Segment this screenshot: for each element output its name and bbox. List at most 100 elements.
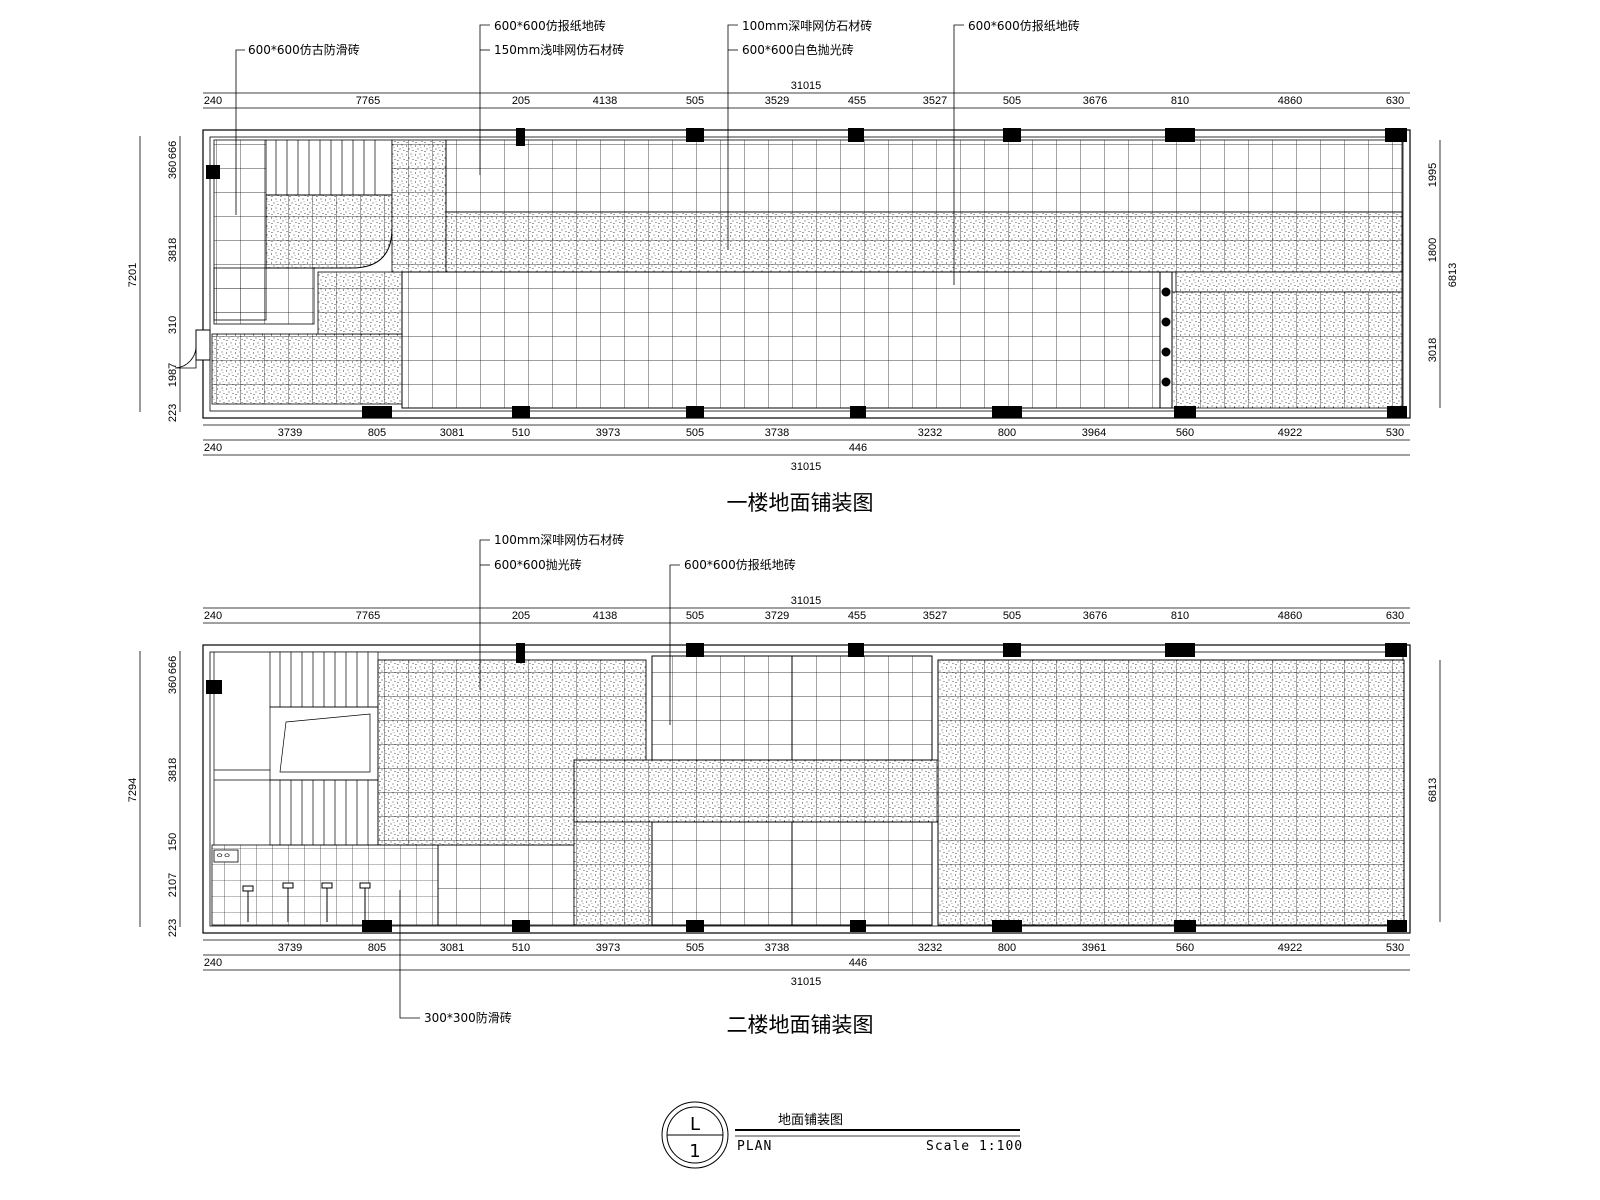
plan2-top-total: 31015 [791, 595, 822, 607]
dim-label: 800 [998, 942, 1016, 954]
dim-label: 6813 [1447, 263, 1459, 287]
dim-label: 1987 [167, 363, 179, 387]
plan2-bottom-total: 31015 [791, 976, 822, 988]
dim-label: 505 [686, 610, 704, 622]
dim-label: 360 [167, 676, 179, 694]
dim-label: 1800 [1427, 238, 1439, 262]
dim-label: 530 [1386, 942, 1404, 954]
plan1-top-dims: 240 7765 205 4138 505 3529 455 3527 505 … [204, 95, 1404, 107]
dim-label: 7765 [356, 95, 380, 107]
dim-label: 3973 [596, 427, 620, 439]
plan1-side-dims: 666 360 3818 310 1987 223 7201 1995 1800… [127, 141, 1459, 422]
dim-label: 560 [1176, 427, 1194, 439]
plan2-callout-antislip: 300*300防滑砖 [424, 1010, 512, 1025]
dim-label: 4860 [1278, 95, 1302, 107]
dim-label: 455 [848, 610, 866, 622]
plan1-callout-white-polished: 600*600白色抛光砖 [742, 42, 854, 57]
dim-label: 4922 [1278, 942, 1302, 954]
plan1-callout-newspaper-tile-2: 600*600仿报纸地砖 [968, 18, 1080, 33]
plan1-title: 一楼地面铺装图 [727, 491, 874, 515]
dim-label: 805 [368, 427, 386, 439]
dim-label: 505 [686, 427, 704, 439]
legend-circle-bottom: 1 [689, 1141, 700, 1162]
dim-label: 3232 [918, 427, 942, 439]
dim-label: 223 [167, 404, 179, 422]
dim-label: 810 [1171, 610, 1189, 622]
dim-label: 455 [848, 95, 866, 107]
dim-label: 510 [512, 427, 530, 439]
plan2-top-dims: 240 7765 205 4138 505 3729 455 3527 505 … [204, 610, 1404, 622]
dim-label: 3529 [765, 95, 789, 107]
plan-1-first-floor [139, 24, 1441, 456]
dim-label: 446 [849, 957, 867, 969]
dim-label: 800 [998, 427, 1016, 439]
dim-label: 240 [204, 442, 222, 454]
dim-label: 630 [1386, 610, 1404, 622]
dim-label: 3738 [765, 942, 789, 954]
dim-label: 240 [204, 610, 222, 622]
plan2-side-dims: 666 360 3818 150 2107 223 7294 6813 [127, 656, 1439, 937]
dim-label: 3961 [1082, 942, 1106, 954]
dim-label: 4138 [593, 95, 617, 107]
legend-scale: Scale 1:100 [926, 1139, 1023, 1154]
dim-label: 3818 [167, 238, 179, 262]
dim-label: 3739 [278, 942, 302, 954]
plan-2-second-floor [139, 539, 1441, 1019]
dim-label: 510 [512, 942, 530, 954]
dim-label: 446 [849, 442, 867, 454]
dim-label: 7294 [127, 778, 139, 802]
dim-label: 505 [686, 942, 704, 954]
dim-label: 3081 [440, 427, 464, 439]
dim-label: 3676 [1083, 610, 1107, 622]
dim-label: 505 [1003, 95, 1021, 107]
plan1-callout-dark-stone: 100mm深啡网仿石材砖 [742, 18, 872, 33]
dim-label: 310 [167, 316, 179, 334]
dim-label: 805 [368, 942, 386, 954]
dim-label: 505 [686, 95, 704, 107]
dim-label: 7765 [356, 610, 380, 622]
dim-label: 205 [512, 95, 530, 107]
legend-plan: PLAN [737, 1139, 772, 1154]
dim-label: 7201 [127, 263, 139, 287]
dim-label: 3081 [440, 942, 464, 954]
dim-label: 4922 [1278, 427, 1302, 439]
plan1-callout-light-stone: 150mm浅啡网仿石材砖 [494, 42, 624, 57]
dim-label: 4138 [593, 610, 617, 622]
dim-label: 3527 [923, 95, 947, 107]
dim-label: 3738 [765, 427, 789, 439]
plan1-callout-antique-tile: 600*600仿古防滑砖 [248, 42, 360, 57]
dim-label: 666 [167, 141, 179, 159]
legend-title: 地面铺装图 [778, 1113, 843, 1128]
dim-label: 530 [1386, 427, 1404, 439]
dim-label: 3739 [278, 427, 302, 439]
dim-label: 666 [167, 656, 179, 674]
dim-label: 810 [1171, 95, 1189, 107]
plan2-wash-sign: ᄋᄋ [216, 853, 231, 862]
dim-label: 240 [204, 95, 222, 107]
plan1-top-total: 31015 [791, 80, 822, 92]
plan2-bottom-dims: 3739 805 3081 510 3973 505 3738 3232 800… [204, 942, 1404, 988]
dim-label: 3818 [167, 758, 179, 782]
dim-label: 360 [167, 161, 179, 179]
dim-label: 6813 [1427, 778, 1439, 802]
dim-label: 560 [1176, 942, 1194, 954]
dim-label: 240 [204, 957, 222, 969]
dim-label: 1995 [1427, 163, 1439, 187]
plan2-callout-newspaper-tile: 600*600仿报纸地砖 [684, 557, 796, 572]
dim-label: 3527 [923, 610, 947, 622]
dim-label: 3018 [1427, 338, 1439, 362]
dim-label: 150 [167, 833, 179, 851]
plan2-title: 二楼地面铺装图 [727, 1013, 874, 1037]
dim-label: 2107 [167, 873, 179, 897]
dim-label: 3232 [918, 942, 942, 954]
dim-label: 205 [512, 610, 530, 622]
plan1-callout-newspaper-tile: 600*600仿报纸地砖 [494, 18, 606, 33]
dim-label: 223 [167, 919, 179, 937]
dim-label: 3973 [596, 942, 620, 954]
plan2-callout-dark-stone: 100mm深啡网仿石材砖 [494, 532, 624, 547]
drawing-legend [661, 1101, 1020, 1169]
dim-label: 3964 [1082, 427, 1106, 439]
plan1-bottom-total: 31015 [791, 461, 822, 473]
plan1-bottom-dims: 3739 805 3081 510 3973 505 3738 3232 800… [204, 427, 1404, 473]
